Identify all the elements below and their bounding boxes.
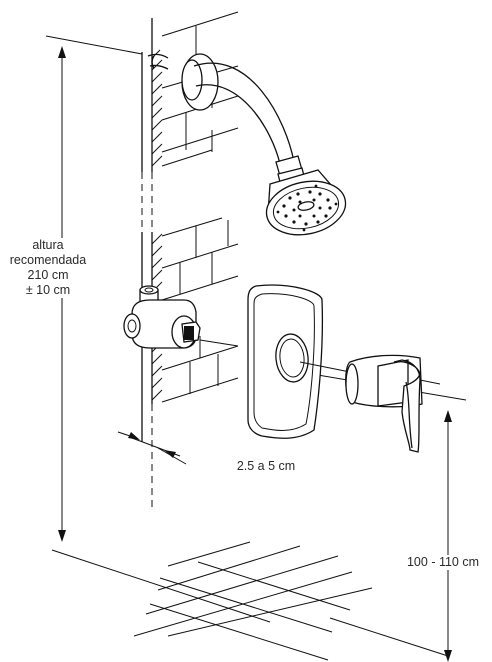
spray-nozzles [276,184,338,232]
height-label-line-1: altura [32,238,64,252]
wall-gap-label: 2.5 a 5 cm [236,459,296,473]
valve-body [123,285,239,349]
shower-arm [147,53,305,183]
height-label-line-4: ± 10 cm [25,283,71,297]
wall-hatch-lower [151,233,163,401]
shower-head [265,169,347,236]
floor-tiles [51,541,449,661]
wall-gap-dimension [117,431,187,465]
trim-plate [247,284,351,439]
lever-handle [345,354,441,453]
recommended-height-label: altura recomendada 210 cm ± 10 cm [0,238,96,298]
valve-height-dimension [299,371,467,662]
brick-wall-lower [161,217,239,403]
wall-section [141,18,163,510]
height-label-line-3: 210 cm [27,268,69,282]
valve-height-label: 100 - 110 cm [394,555,492,570]
height-label-line-2: recomendada [9,253,87,267]
